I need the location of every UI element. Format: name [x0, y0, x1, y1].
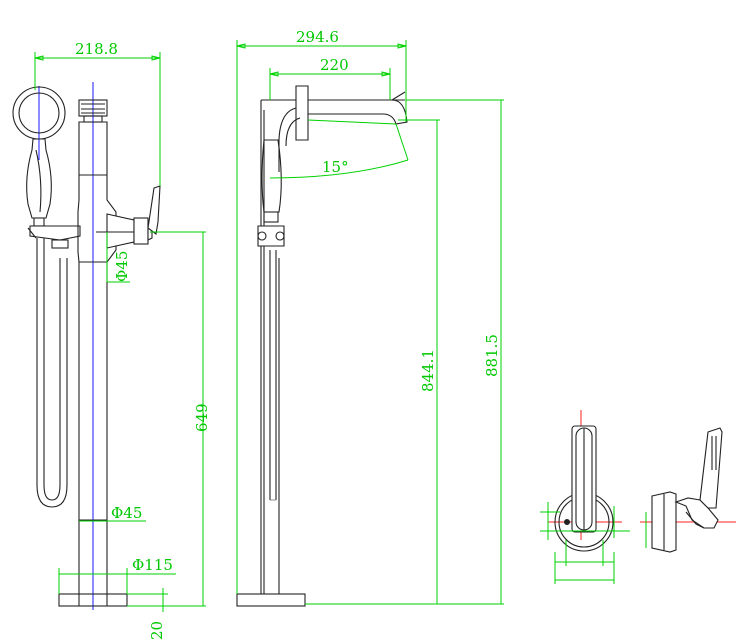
side-base [236, 593, 306, 607]
front-base [58, 593, 128, 607]
dim-spout-height-label: 844.1 [419, 349, 437, 392]
dim-spout-angle-label: 15° [322, 158, 349, 176]
front-view: 218.8 649 Φ45 Φ45 Φ115 [12, 40, 211, 640]
front-column [77, 121, 117, 595]
hose-bracket [27, 225, 81, 249]
dim-side-width-label: 294.6 [296, 28, 339, 46]
dim-handle-height: 649 [127, 231, 211, 607]
dim-base-thickness-label: 20 [148, 621, 166, 640]
dim-spout-reach: 220 [269, 56, 391, 100]
hose [36, 238, 68, 508]
dim-front-width: 218.8 [34, 40, 161, 186]
dim-side-width: 294.6 [236, 28, 407, 594]
detail-valve-front [540, 410, 630, 584]
dim-diam-lower-label: Φ45 [111, 504, 142, 522]
dim-handle-height-label: 649 [193, 403, 211, 432]
dim-spout-reach-label: 220 [320, 56, 349, 74]
front-mixer-handle [96, 185, 161, 249]
dim-spout-height: 844.1 [305, 119, 504, 605]
dim-diam-lower: Φ45 [79, 504, 146, 522]
dim-diam-base: Φ115 [58, 556, 176, 594]
dim-diam-base-label: Φ115 [132, 556, 173, 574]
dim-base-thickness: 20 [127, 588, 168, 640]
side-view: 294.6 220 15° 844.1 8 [236, 28, 504, 607]
side-handshower [257, 139, 285, 247]
side-spout [278, 85, 408, 172]
dim-front-width-label: 218.8 [75, 40, 118, 58]
cradle [78, 99, 108, 123]
dim-diam-upper-label: Φ45 [113, 251, 131, 282]
dim-overall-height: 881.5 [406, 99, 504, 604]
dim-overall-height-label: 881.5 [483, 334, 501, 377]
dim-spout-angle: 15° [269, 119, 409, 179]
dim-diam-upper: Φ45 [106, 232, 131, 283]
detail-valve-side [640, 427, 736, 553]
